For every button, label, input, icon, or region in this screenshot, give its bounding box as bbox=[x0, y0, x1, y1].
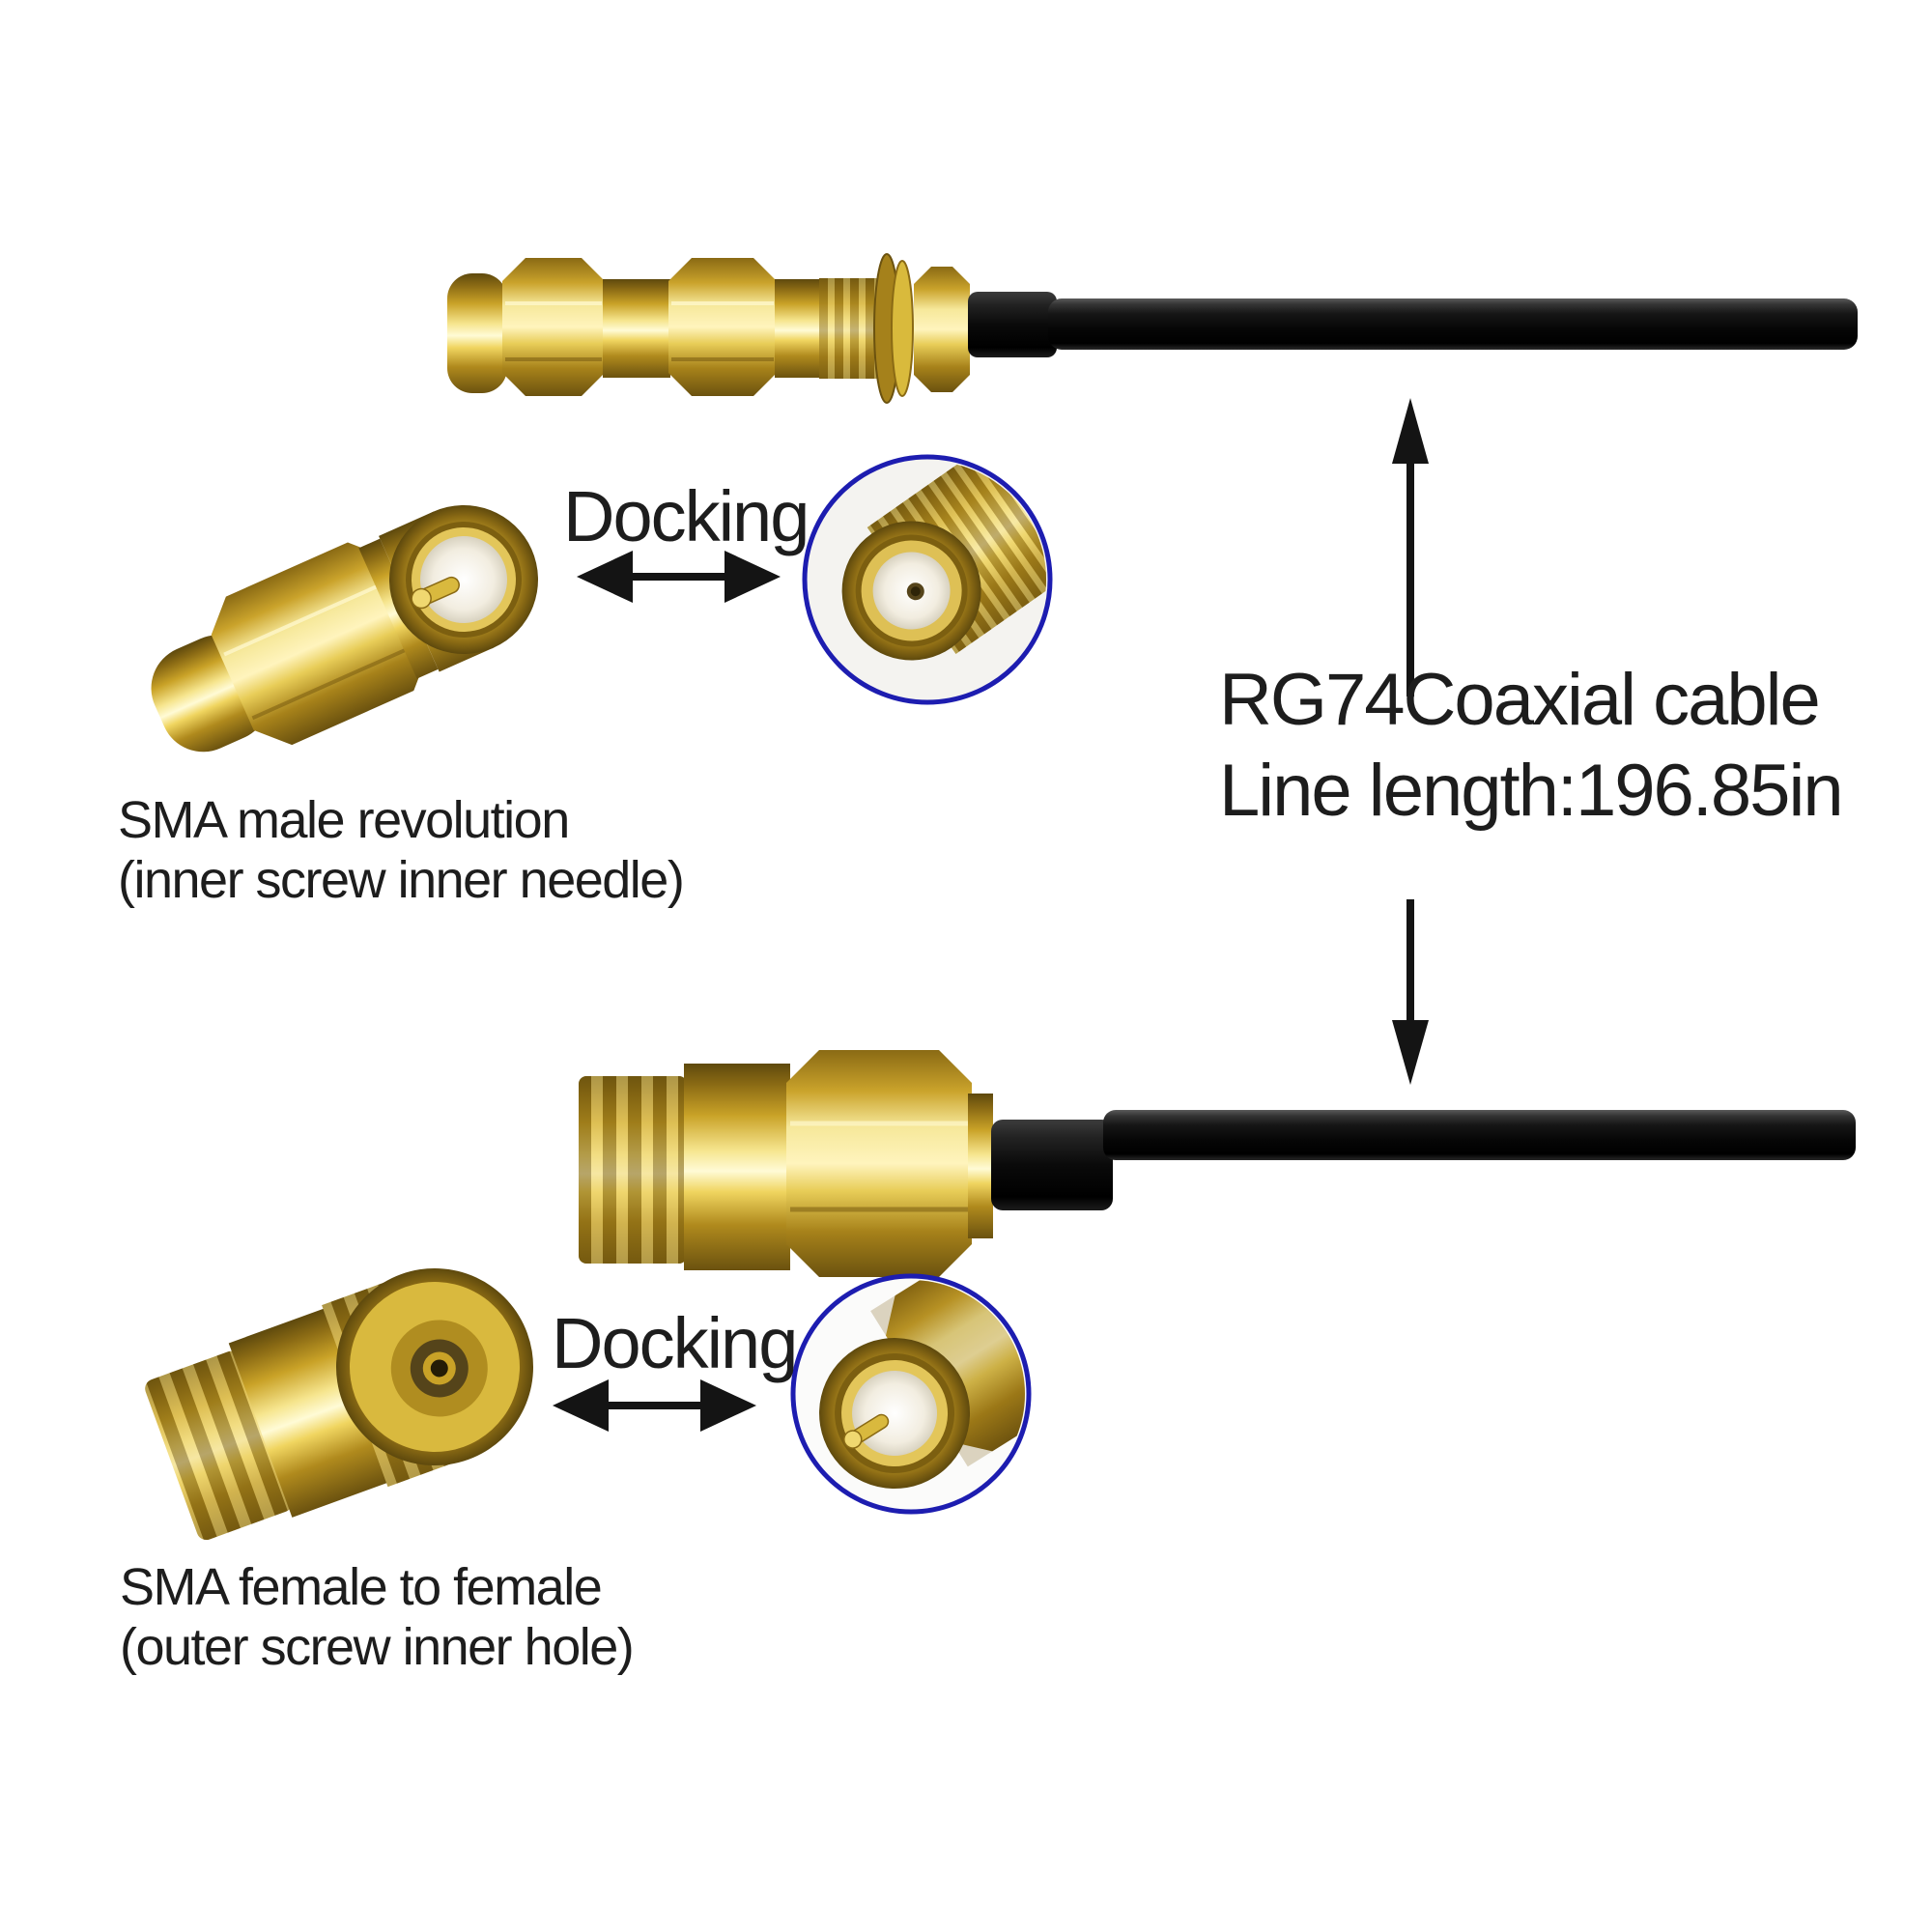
sma-female-adapter-photo bbox=[145, 1268, 533, 1541]
cable-annotation-line1: RG74Coaxial cable bbox=[1219, 659, 1821, 741]
sma-female-label: SMA female to female (outer screw inner … bbox=[120, 1557, 635, 1677]
sma-male-connector-photo bbox=[151, 505, 538, 753]
sma-female-label-line2: (outer screw inner hole) bbox=[120, 1618, 635, 1676]
sma-male-port-circle bbox=[790, 1273, 1032, 1515]
cable-annotation-line2: Line length:196.85in bbox=[1219, 750, 1844, 832]
docking-label-top: Docking bbox=[563, 476, 810, 556]
cable-length-arrow-icon bbox=[1392, 398, 1429, 1085]
docking-arrow-bottom-icon bbox=[553, 1379, 756, 1432]
sma-female-label-line1: SMA female to female bbox=[120, 1558, 603, 1616]
sma-male-label-line2: (inner screw inner needle) bbox=[118, 851, 685, 909]
top-coaxial-cable bbox=[968, 292, 1858, 357]
bottom-coaxial-cable bbox=[991, 1110, 1856, 1210]
top-bulkhead-adapter-photo bbox=[447, 253, 970, 404]
docking-label-bottom: Docking bbox=[552, 1303, 798, 1383]
sma-male-label: SMA male revolution (inner screw inner n… bbox=[118, 790, 685, 910]
sma-female-port-circle bbox=[802, 454, 1053, 705]
sma-male-label-line1: SMA male revolution bbox=[118, 791, 570, 849]
cable-annotation: RG74Coaxial cable Line length:196.85in bbox=[1219, 655, 1844, 837]
bottom-adapter-photo bbox=[579, 1050, 993, 1277]
docking-arrow-top-icon bbox=[577, 551, 781, 603]
